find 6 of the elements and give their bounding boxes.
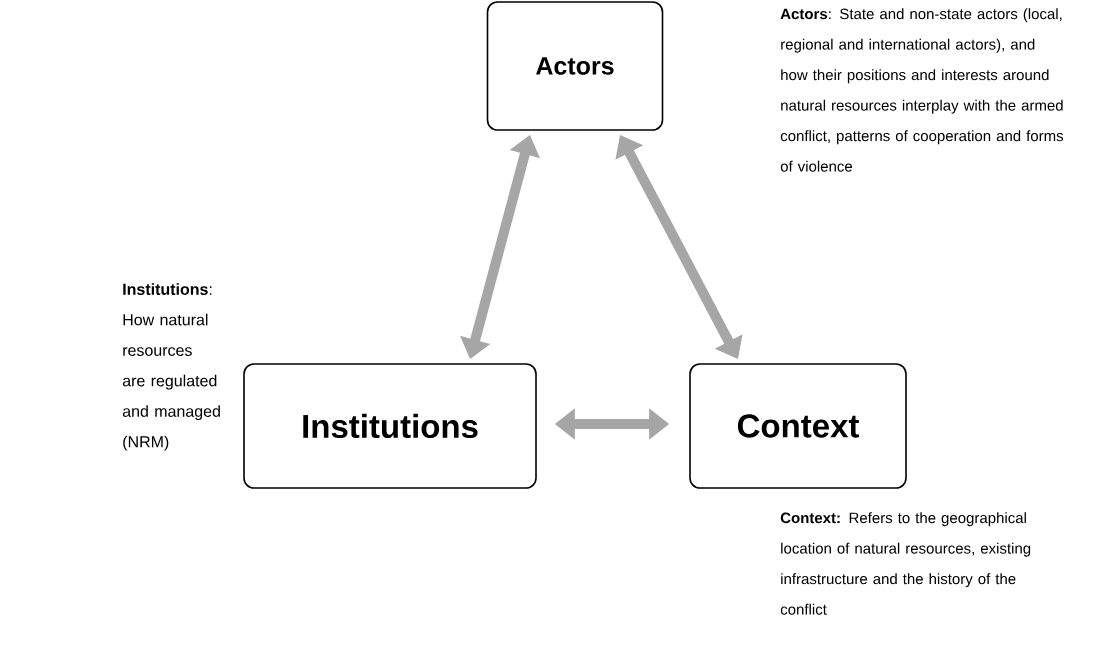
concept-box: Institutions (243, 363, 537, 489)
description-text: Actors: State and non-state actors (local, regional and international actors), and how their positions and interests around natural resources interplay with the armed conflict, patterns of cooperation and forms of violence (780, 8, 1064, 172)
description-text: Context: Refers to the geographical location of natural resources, existing infrastructure and the history of the conflict (780, 512, 1031, 615)
concept-box: Actors (486, 1, 664, 131)
description-text: Institutions: How natural resources are regulated and managed (NRM) (122, 283, 220, 451)
concept-box: Context (689, 363, 907, 489)
